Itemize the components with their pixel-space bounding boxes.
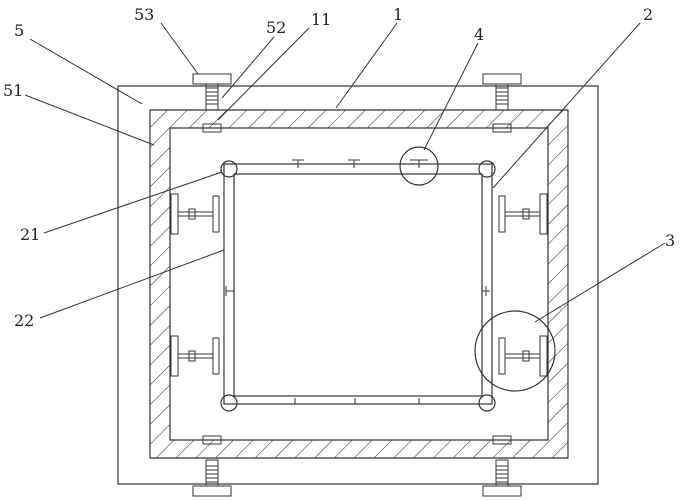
- reference-labels: 53 52 11 1 4 2 3 5 51 21 22: [3, 5, 675, 330]
- leader-lines: [24, 22, 666, 323]
- corner-roller-tr: [478, 160, 496, 178]
- clamp-left-upper: [170, 193, 220, 235]
- outer-frame: [117, 85, 599, 485]
- clamp-right-upper: [498, 193, 548, 235]
- label-51: 51: [3, 81, 23, 100]
- corner-roller-bl: [220, 394, 238, 412]
- label-53: 53: [134, 5, 154, 24]
- label-2: 2: [643, 5, 653, 24]
- inner-frame-outer-edge: [223, 163, 493, 405]
- detail-circle-4: [399, 146, 439, 186]
- bolt-assembly-bottom-right: [482, 459, 522, 497]
- label-22: 22: [14, 311, 34, 330]
- inner-frame-inner-edge: [233, 173, 483, 397]
- pad-top-right: [492, 123, 512, 133]
- bolt-assembly-top-left: [192, 73, 232, 111]
- label-4: 4: [474, 25, 484, 44]
- label-1: 1: [393, 5, 403, 24]
- clamp-right-lower: [498, 335, 548, 377]
- hatched-wall: [149, 109, 569, 459]
- detail-circle-3: [474, 310, 556, 392]
- clamp-left-lower: [170, 335, 220, 377]
- pad-bottom-right: [492, 435, 512, 445]
- corner-roller-br: [478, 394, 496, 412]
- pad-top-left: [202, 123, 222, 133]
- label-21: 21: [20, 225, 40, 244]
- label-3: 3: [665, 231, 675, 250]
- frame-joints: [225, 159, 490, 405]
- corner-roller-tl: [220, 160, 238, 178]
- label-5: 5: [14, 21, 24, 40]
- bolt-assembly-bottom-left: [192, 459, 232, 497]
- label-52: 52: [266, 18, 286, 37]
- pad-bottom-left: [202, 435, 222, 445]
- bolt-assembly-top-right: [482, 73, 522, 111]
- label-11: 11: [311, 10, 331, 29]
